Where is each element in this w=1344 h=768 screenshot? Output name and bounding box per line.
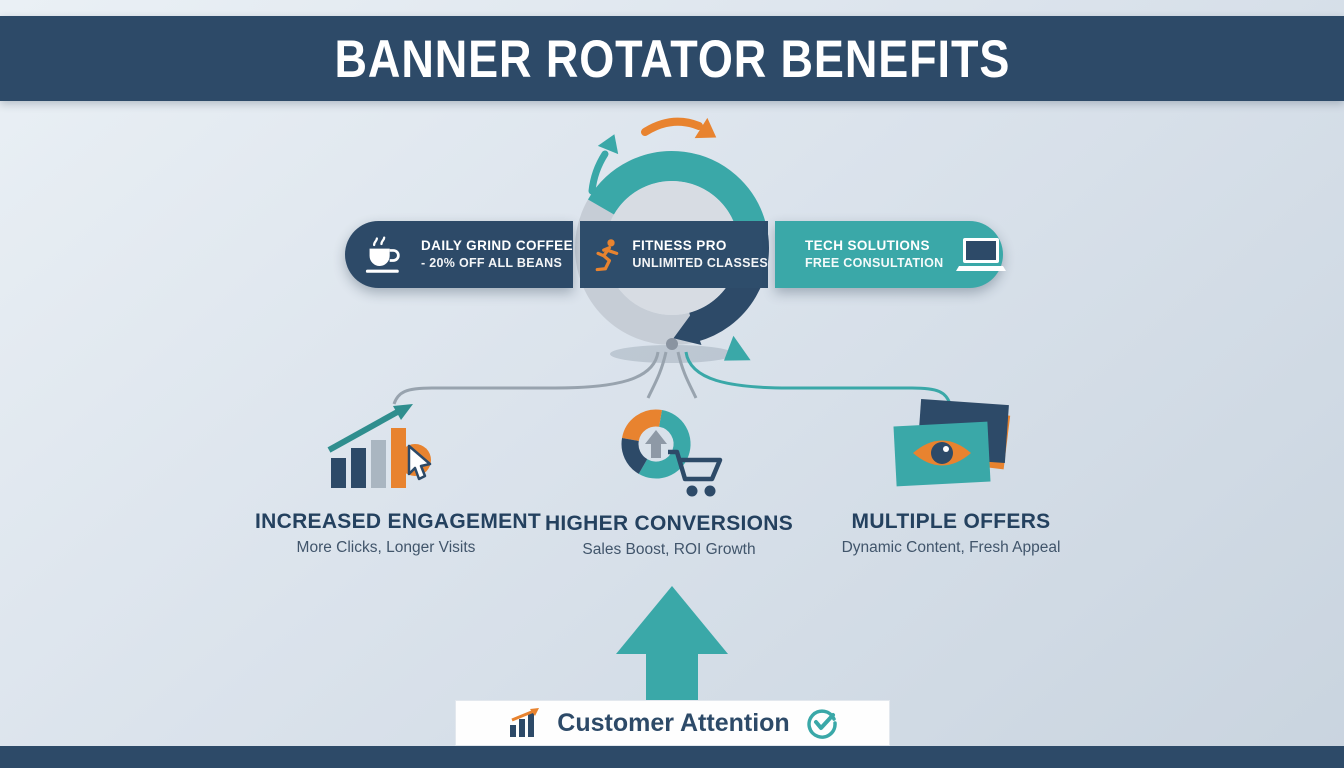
- benefit-multiple-offers: MULTIPLE OFFERS Dynamic Content, Fresh A…: [810, 398, 1092, 557]
- banner-tech: TECH SOLUTIONS FREE CONSULTATION: [775, 221, 1007, 288]
- benefit-subtitle: Sales Boost, ROI Growth: [582, 541, 756, 558]
- banner-line1: TECH SOLUTIONS: [805, 237, 930, 253]
- benefit-title: HIGHER CONVERSIONS: [544, 512, 794, 535]
- offers-stacked-banners-eye-icon: [893, 399, 1011, 487]
- benefit-title: MULTIPLE OFFERS: [851, 510, 1051, 533]
- laptop-icon: [955, 235, 1025, 275]
- customer-attention-bar: Customer Attention: [455, 700, 890, 746]
- banner-line1: FITNESS PRO: [632, 237, 727, 253]
- connector-mid-left: [646, 351, 668, 399]
- banner-coffee: DAILY GRIND COFFEE - 20% OFF ALL BEANS: [345, 221, 573, 288]
- connector-right: [684, 351, 952, 405]
- ring-anchor-dot: [666, 338, 678, 350]
- benefit-increased-engagement: INCREASED ENGAGEMENT More Clicks, Longer…: [255, 398, 542, 557]
- connector-mid-right: [676, 351, 698, 399]
- benefit-title: INCREASED ENGAGEMENT: [255, 510, 542, 533]
- ring-segment-teal: [588, 151, 766, 232]
- benefit-subtitle: Dynamic Content, Fresh Appeal: [841, 539, 1061, 556]
- conversions-donut-cart-icon: [621, 409, 723, 497]
- benefit-subtitle: More Clicks, Longer Visits: [296, 539, 476, 556]
- check-circle-icon: [807, 709, 837, 739]
- customer-attention-label: Customer Attention: [557, 708, 790, 737]
- rotation-arrow-teal-head: [597, 134, 619, 155]
- ring-arrowhead-teal: [723, 335, 751, 361]
- ring-shadow: [610, 345, 734, 363]
- banner-line2: UNLIMITED CLASSES: [632, 256, 768, 271]
- up-arrow-head-icon: [616, 586, 728, 654]
- rotation-arrow-orange-head: [694, 117, 717, 139]
- page-title: BANNER ROTATOR BENEFITS: [334, 29, 1010, 88]
- bottom-band: [0, 746, 1344, 768]
- benefit-higher-conversions: HIGHER CONVERSIONS Sales Boost, ROI Grow…: [538, 398, 800, 559]
- runner-icon: [595, 238, 619, 271]
- banner-text: TECH SOLUTIONS FREE CONSULTATION: [805, 237, 943, 272]
- coffee-cup-icon: [365, 236, 400, 273]
- mini-bar-chart-icon: [510, 708, 540, 737]
- header-band: BANNER ROTATOR BENEFITS: [0, 16, 1344, 101]
- banner-line2: FREE CONSULTATION: [805, 256, 944, 271]
- banner-fitness: FITNESS PRO UNLIMITED CLASSES: [580, 221, 768, 288]
- engagement-chart-click-icon: [327, 404, 432, 488]
- banner-text: DAILY GRIND COFFEE - 20% OFF ALL BEANS: [421, 237, 573, 272]
- connector-left: [392, 351, 660, 405]
- ring-arrowhead-navy: [673, 314, 702, 346]
- rotation-arrow-teal: [588, 150, 609, 195]
- banner-line1: DAILY GRIND COFFEE: [421, 237, 573, 253]
- banner-text: FITNESS PRO UNLIMITED CLASSES: [632, 237, 768, 272]
- banner-line2: - 20% OFF ALL BEANS: [421, 256, 563, 271]
- rotation-arrow-orange: [641, 117, 703, 136]
